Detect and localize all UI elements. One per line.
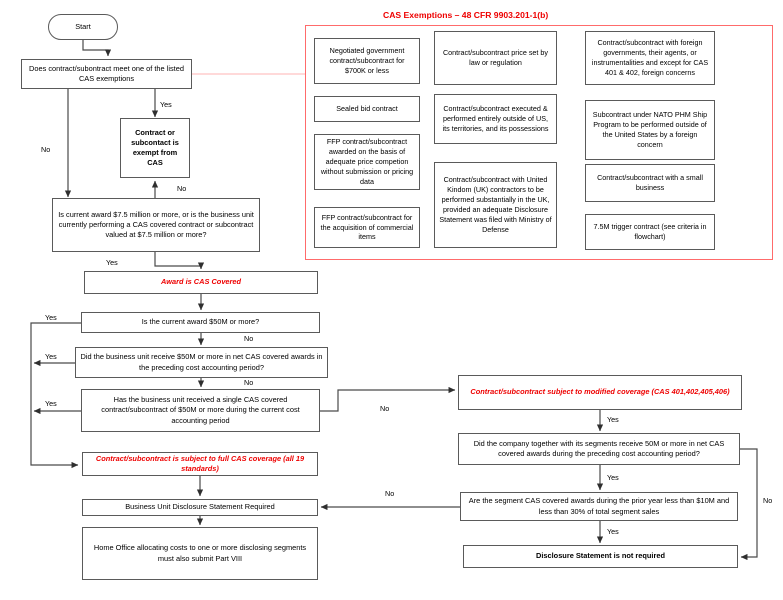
exemption-box-small-business: Contract/subcontract with a small busine… <box>585 164 715 202</box>
edge-label-modified-yes: Yes <box>607 415 619 424</box>
decision-single-award-50m: Has the business unit received a single … <box>81 389 320 432</box>
result-business-unit-disclosure-statement: Business Unit Disclosure Statement Requi… <box>82 499 318 516</box>
exemption-box-75m-trigger: 7.5M trigger contract (see criteria in f… <box>585 214 715 250</box>
decision-company-segments-50m: Did the company together with its segmen… <box>458 433 740 465</box>
edge-label-company-yes: Yes <box>607 473 619 482</box>
edge-label-preceding50m-no: No <box>244 378 254 387</box>
exemption-box-performed-outside-us: Contract/subcontract executed & performe… <box>434 94 557 144</box>
edge-label-exempt-no: No <box>41 145 51 154</box>
exemption-box-uk-contractors: Contract/subcontract with United Kindom … <box>434 162 557 248</box>
start-node: Start <box>48 14 118 40</box>
exemption-box-negotiated-700k: Negotiated government contract/subcontra… <box>314 38 420 84</box>
result-full-cas-coverage: Contract/subcontract is subject to full … <box>82 452 318 476</box>
exemption-box-foreign-governments: Contract/subcontract with foreign govern… <box>585 31 715 85</box>
exemptions-panel-title: CAS Exemptions – 48 CFR 9903.201-1(b) <box>383 10 549 20</box>
decision-segment-awards-10m: Are the segment CAS covered awards durin… <box>460 492 738 521</box>
decision-cas-exemptions: Does contract/subontract meet one of the… <box>21 59 192 89</box>
edge-label-75m-yes: Yes <box>106 258 118 267</box>
result-modified-coverage: Contract/subcontract subject to modified… <box>458 375 742 410</box>
exemption-box-nato-phm: Subcontract under NATO PHM Ship Program … <box>585 100 715 160</box>
edge-label-exempt-yes: Yes <box>160 100 172 109</box>
result-exempt-from-cas: Contract or subcontact is exempt from CA… <box>120 118 190 178</box>
edge-label-current50m-no: No <box>244 334 254 343</box>
edge-label-75m-no: No <box>177 184 187 193</box>
result-disclosure-statement-not-required: Disclosure Statement is not required <box>463 545 738 568</box>
edge-label-preceding50m-yes: Yes <box>45 352 57 361</box>
edge-label-single50m-yes: Yes <box>45 399 57 408</box>
result-home-office-part-viii: Home Office allocating costs to one or m… <box>82 527 318 580</box>
exemption-box-ffp-adequate-price: FFP contract/subcontract awarded on the … <box>314 134 420 190</box>
edge-label-company-no: No <box>763 496 773 505</box>
exemptions-panel <box>305 25 773 260</box>
edge-label-segment-no: No <box>385 489 395 498</box>
exemption-box-sealed-bid: Sealed bid contract <box>314 96 420 122</box>
exemption-box-ffp-commercial-items: FFP contract/subcontract for the acquisi… <box>314 207 420 248</box>
decision-preceding-period-50m: Did the business unit receive $50M or mo… <box>75 347 328 378</box>
exemption-box-price-set-by-law: Contract/subcontract price set by law or… <box>434 31 557 85</box>
decision-75-million-threshold: Is current award $7.5 million or more, o… <box>52 198 260 252</box>
result-award-is-cas-covered: Award is CAS Covered <box>84 271 318 294</box>
edge-label-single50m-no: No <box>380 404 390 413</box>
edge-label-current50m-yes: Yes <box>45 313 57 322</box>
decision-current-award-50m: Is the current award $50M or more? <box>81 312 320 333</box>
edge-label-segment-yes: Yes <box>607 527 619 536</box>
